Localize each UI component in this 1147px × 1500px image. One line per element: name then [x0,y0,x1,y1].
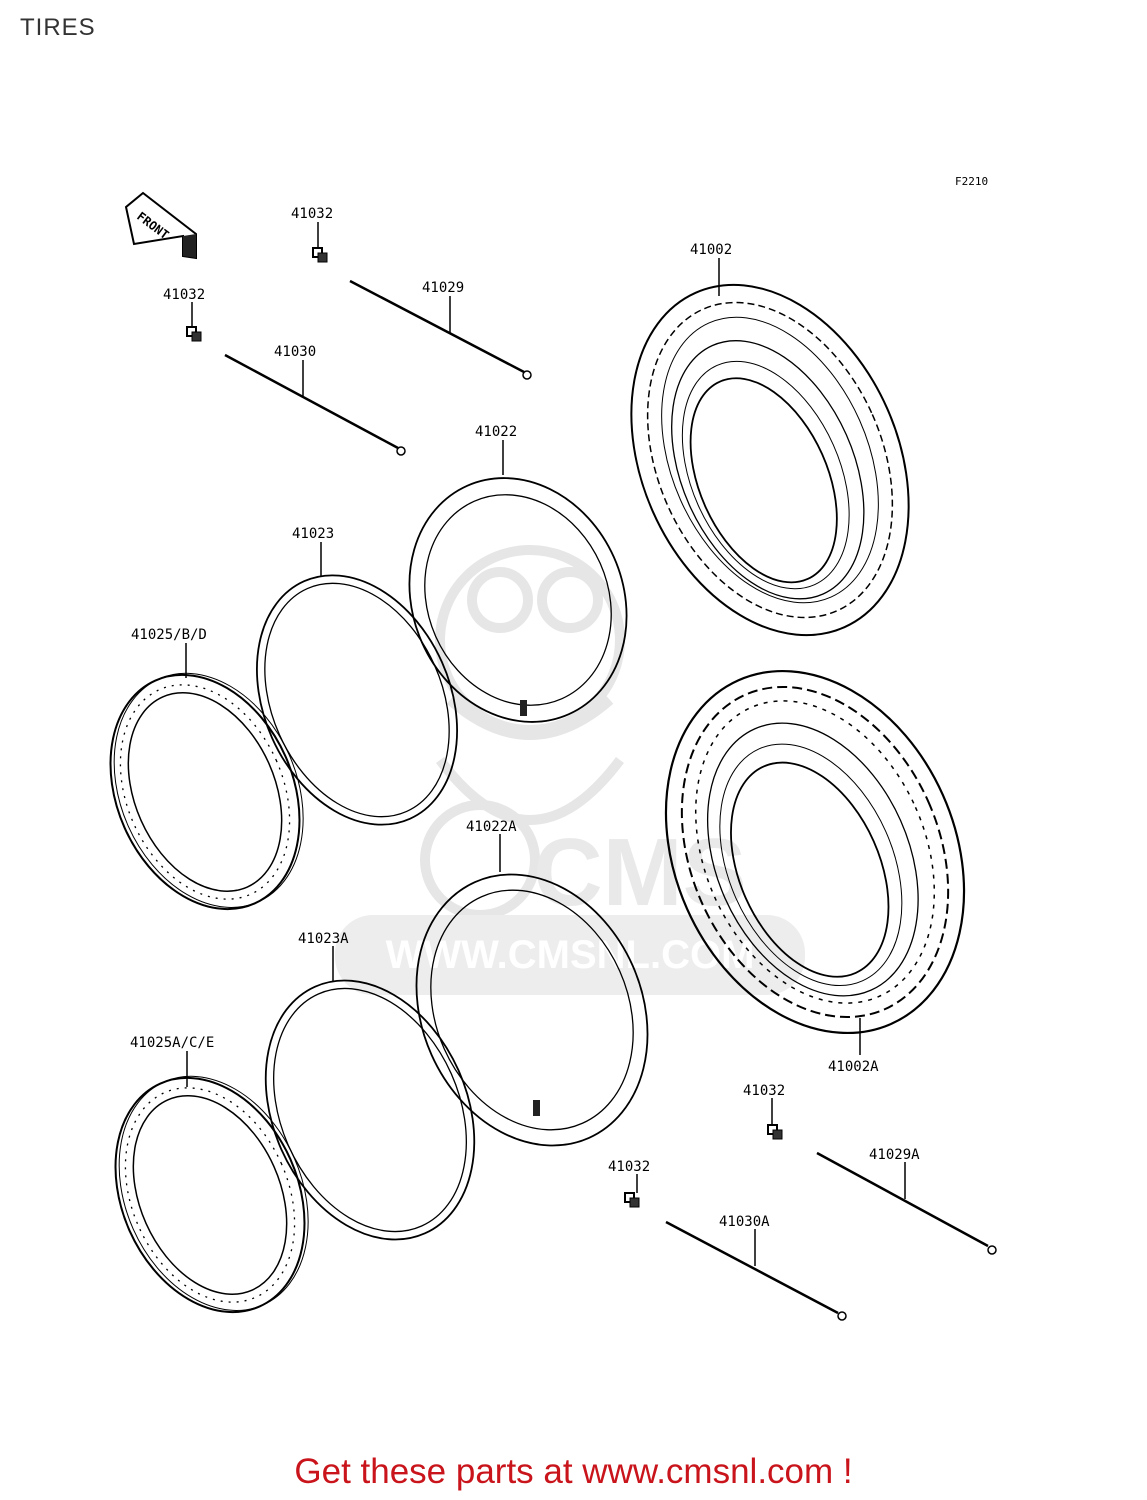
spoke-41030a-part [665,1220,847,1321]
bolt-left-part [186,326,202,342]
watermark: CMS WWW.CMSNL.COM [335,545,805,995]
tube-front-part [408,477,628,723]
tire-front-part [630,283,910,637]
label-41022a: 41022A [466,819,517,835]
label-41032-rear-left: 41032 [608,1159,650,1175]
spoke-41029-part [349,277,532,380]
bolt-rear-right-part [767,1124,783,1140]
front-arrow-icon: FRONT [124,191,197,260]
leader-lines [185,222,906,1266]
tube-rear-valve [533,1100,540,1116]
bolt-top-part [312,247,328,263]
label-41032-top: 41032 [291,206,333,222]
watermark-url: WWW.CMSNL.COM [386,933,755,977]
watermark-band [335,915,805,995]
bolt-rear-left-part [624,1192,640,1208]
footer-link-text[interactable]: Get these parts at www.cmsnl.com ! [294,1452,853,1491]
part-labels: 41032 41032 41029 41030 41002 41022 4102… [130,206,920,1230]
label-41023a: 41023A [298,931,349,947]
spoke-41029a-part [816,1151,997,1255]
spoke-41030-part [224,353,406,456]
tube-front-valve [520,700,527,716]
label-41032-left: 41032 [163,287,205,303]
rim-front-part [109,672,304,911]
rimband-rear-part [264,979,476,1241]
tube-rear-part [415,873,649,1147]
label-41030a: 41030A [719,1214,770,1230]
tire-rear-part [664,669,966,1035]
rim-rear-part [114,1075,309,1314]
rimband-front-part [256,574,458,826]
watermark-brand: CMS [533,819,746,926]
label-41002a: 41002A [828,1059,879,1075]
figure-code: F2210 [955,175,988,188]
label-41025a-c-e: 41025A/C/E [130,1035,214,1051]
label-41023: 41023 [292,526,334,542]
label-41029: 41029 [422,280,464,296]
label-41029a: 41029A [869,1147,920,1163]
label-41002: 41002 [690,242,732,258]
label-41032-rear-right: 41032 [743,1083,785,1099]
page-title: TIRES [20,14,96,41]
label-41022: 41022 [475,424,517,440]
label-41025-b-d: 41025/B/D [131,627,207,643]
label-41030: 41030 [274,344,316,360]
